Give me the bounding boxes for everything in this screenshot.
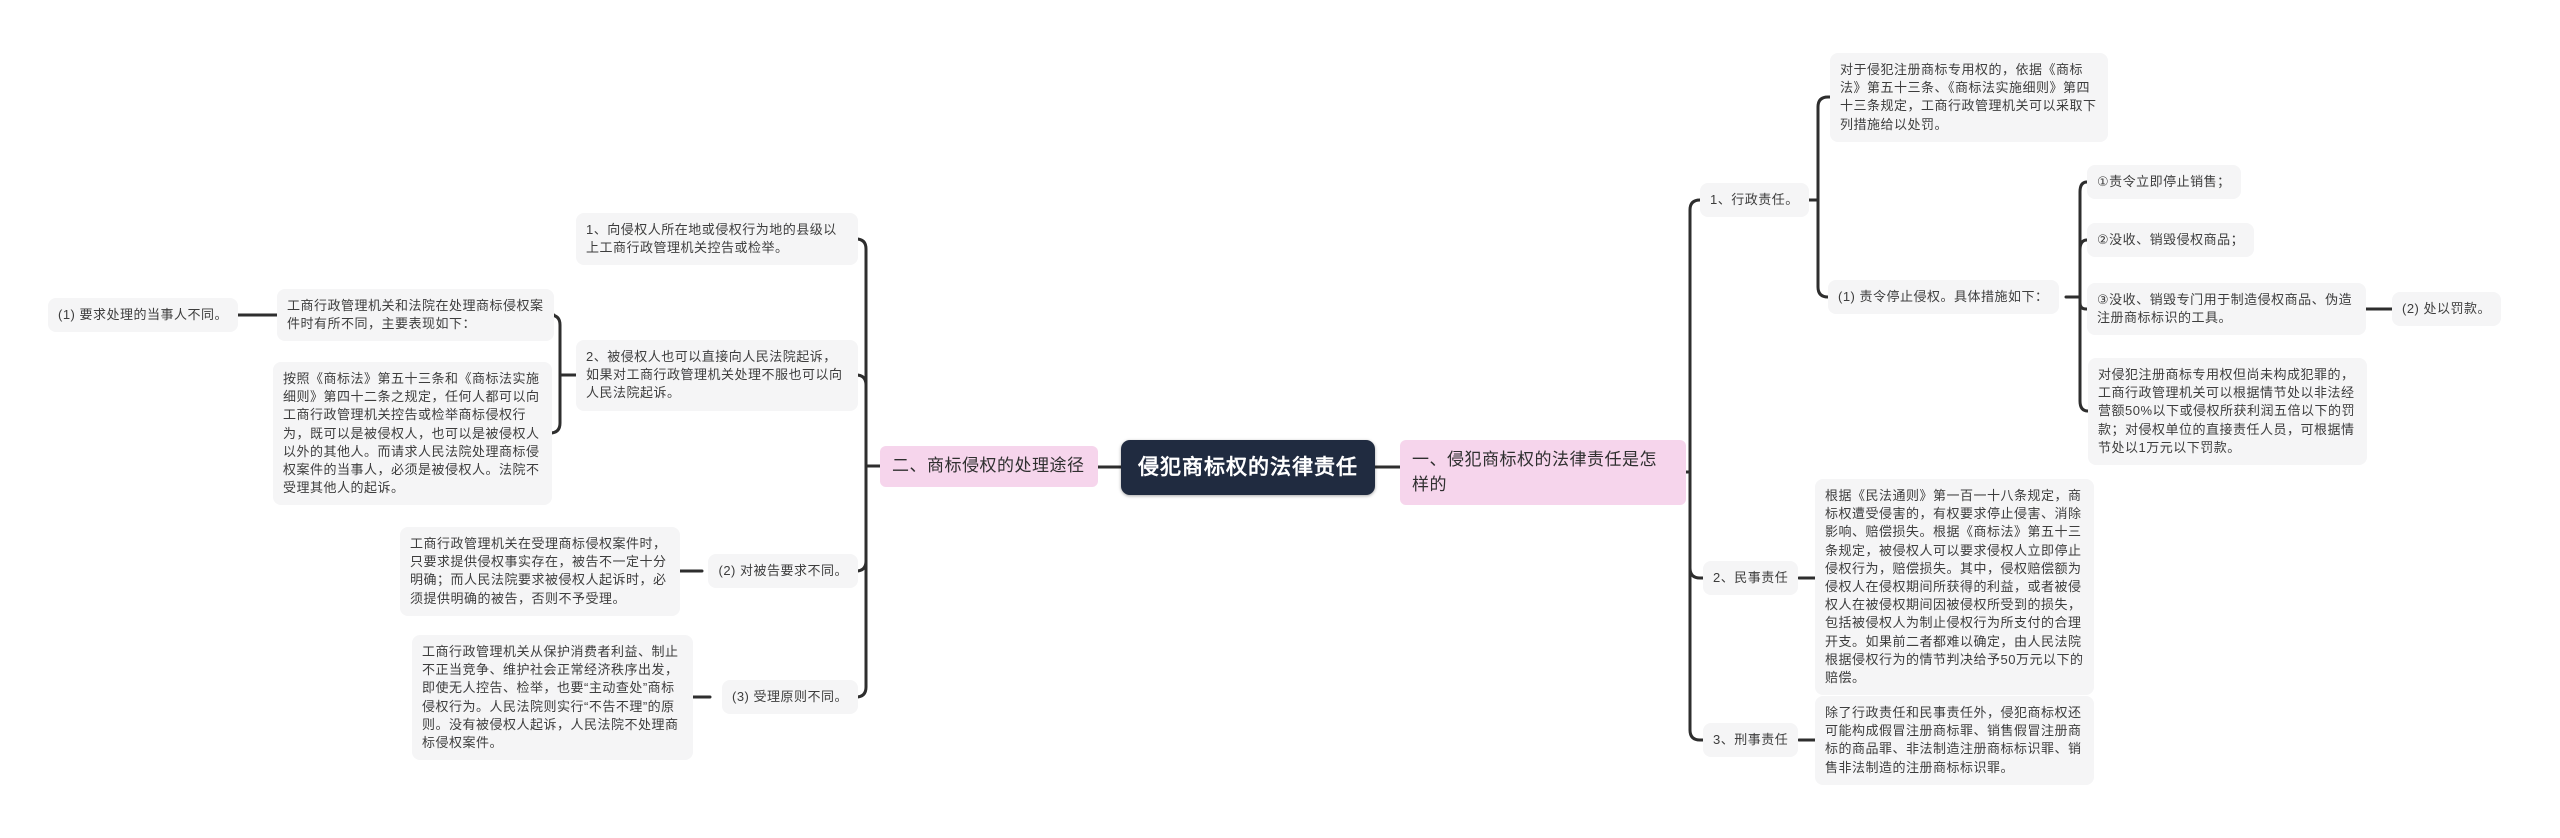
node-diff-2[interactable]: (2) 对被告要求不同。 xyxy=(708,554,858,589)
node-diff-2-detail[interactable]: 工商行政管理机关在受理商标侵权案件时，只要求提供侵权事实存在，被告不一定十分明确… xyxy=(400,527,680,616)
node-diff-3-detail[interactable]: 工商行政管理机关从保护消费者利益、制止不正当竞争、维护社会正常经济秩序出发，即使… xyxy=(412,635,693,761)
node-admin-measure-3[interactable]: ③没收、销毁专门用于制造侵权商品、伪造注册商标标识的工具。 xyxy=(2087,283,2366,336)
node-way-2[interactable]: 2、被侵权人也可以直接向人民法院起诉，如果对工商行政管理机关处理不服也可以向人民… xyxy=(576,340,858,411)
node-center-topic[interactable]: 侵犯商标权的法律责任 xyxy=(1121,440,1375,496)
node-criminal-detail[interactable]: 除了行政责任和民事责任外，侵犯商标权还可能构成假冒注册商标罪、销售假冒注册商标的… xyxy=(1815,696,2094,785)
node-branch-two[interactable]: 二、商标侵权的处理途径 xyxy=(880,446,1098,487)
node-way-1[interactable]: 1、向侵权人所在地或侵权行为地的县级以上工商行政管理机关控告或检举。 xyxy=(576,213,858,266)
node-admin-measure-2[interactable]: ②没收、销毁侵权商品； xyxy=(2087,223,2255,258)
node-admin-stop[interactable]: (1) 责令停止侵权。具体措施如下： xyxy=(1828,280,2059,315)
node-admin-fine[interactable]: (2) 处以罚款。 xyxy=(2392,292,2502,327)
node-civil-liability[interactable]: 2、民事责任 xyxy=(1703,561,1799,596)
node-admin-measure-1[interactable]: ①责令立即停止销售； xyxy=(2087,165,2241,200)
node-admin-intro[interactable]: 对于侵犯注册商标专用权的，依据《商标法》第五十三条、《商标法实施细则》第四十三条… xyxy=(1830,53,2108,142)
node-diff-1[interactable]: (1) 要求处理的当事人不同。 xyxy=(47,298,238,333)
node-admin-fine-detail[interactable]: 对侵犯注册商标专用权但尚未构成犯罪的，工商行政管理机关可以根据情节处以非法经营额… xyxy=(2088,358,2367,465)
node-diff-3[interactable]: (3) 受理原则不同。 xyxy=(721,680,858,715)
node-civil-detail[interactable]: 根据《民法通则》第一百一十八条规定，商标权遭受侵害的，有权要求停止侵害、消除影响… xyxy=(1815,479,2094,696)
node-diff-intro[interactable]: 工商行政管理机关和法院在处理商标侵权案件时有所不同，主要表现如下： xyxy=(277,289,554,342)
node-admin-liability[interactable]: 1、行政责任。 xyxy=(1700,183,1809,218)
node-branch-one[interactable]: 一、侵犯商标权的法律责任是怎样的 xyxy=(1400,440,1686,506)
node-criminal-liability[interactable]: 3、刑事责任 xyxy=(1703,723,1799,758)
node-diff-1-detail[interactable]: 按照《商标法》第五十三条和《商标法实施细则》第四十二条之规定，任何人都可以向工商… xyxy=(273,362,552,506)
